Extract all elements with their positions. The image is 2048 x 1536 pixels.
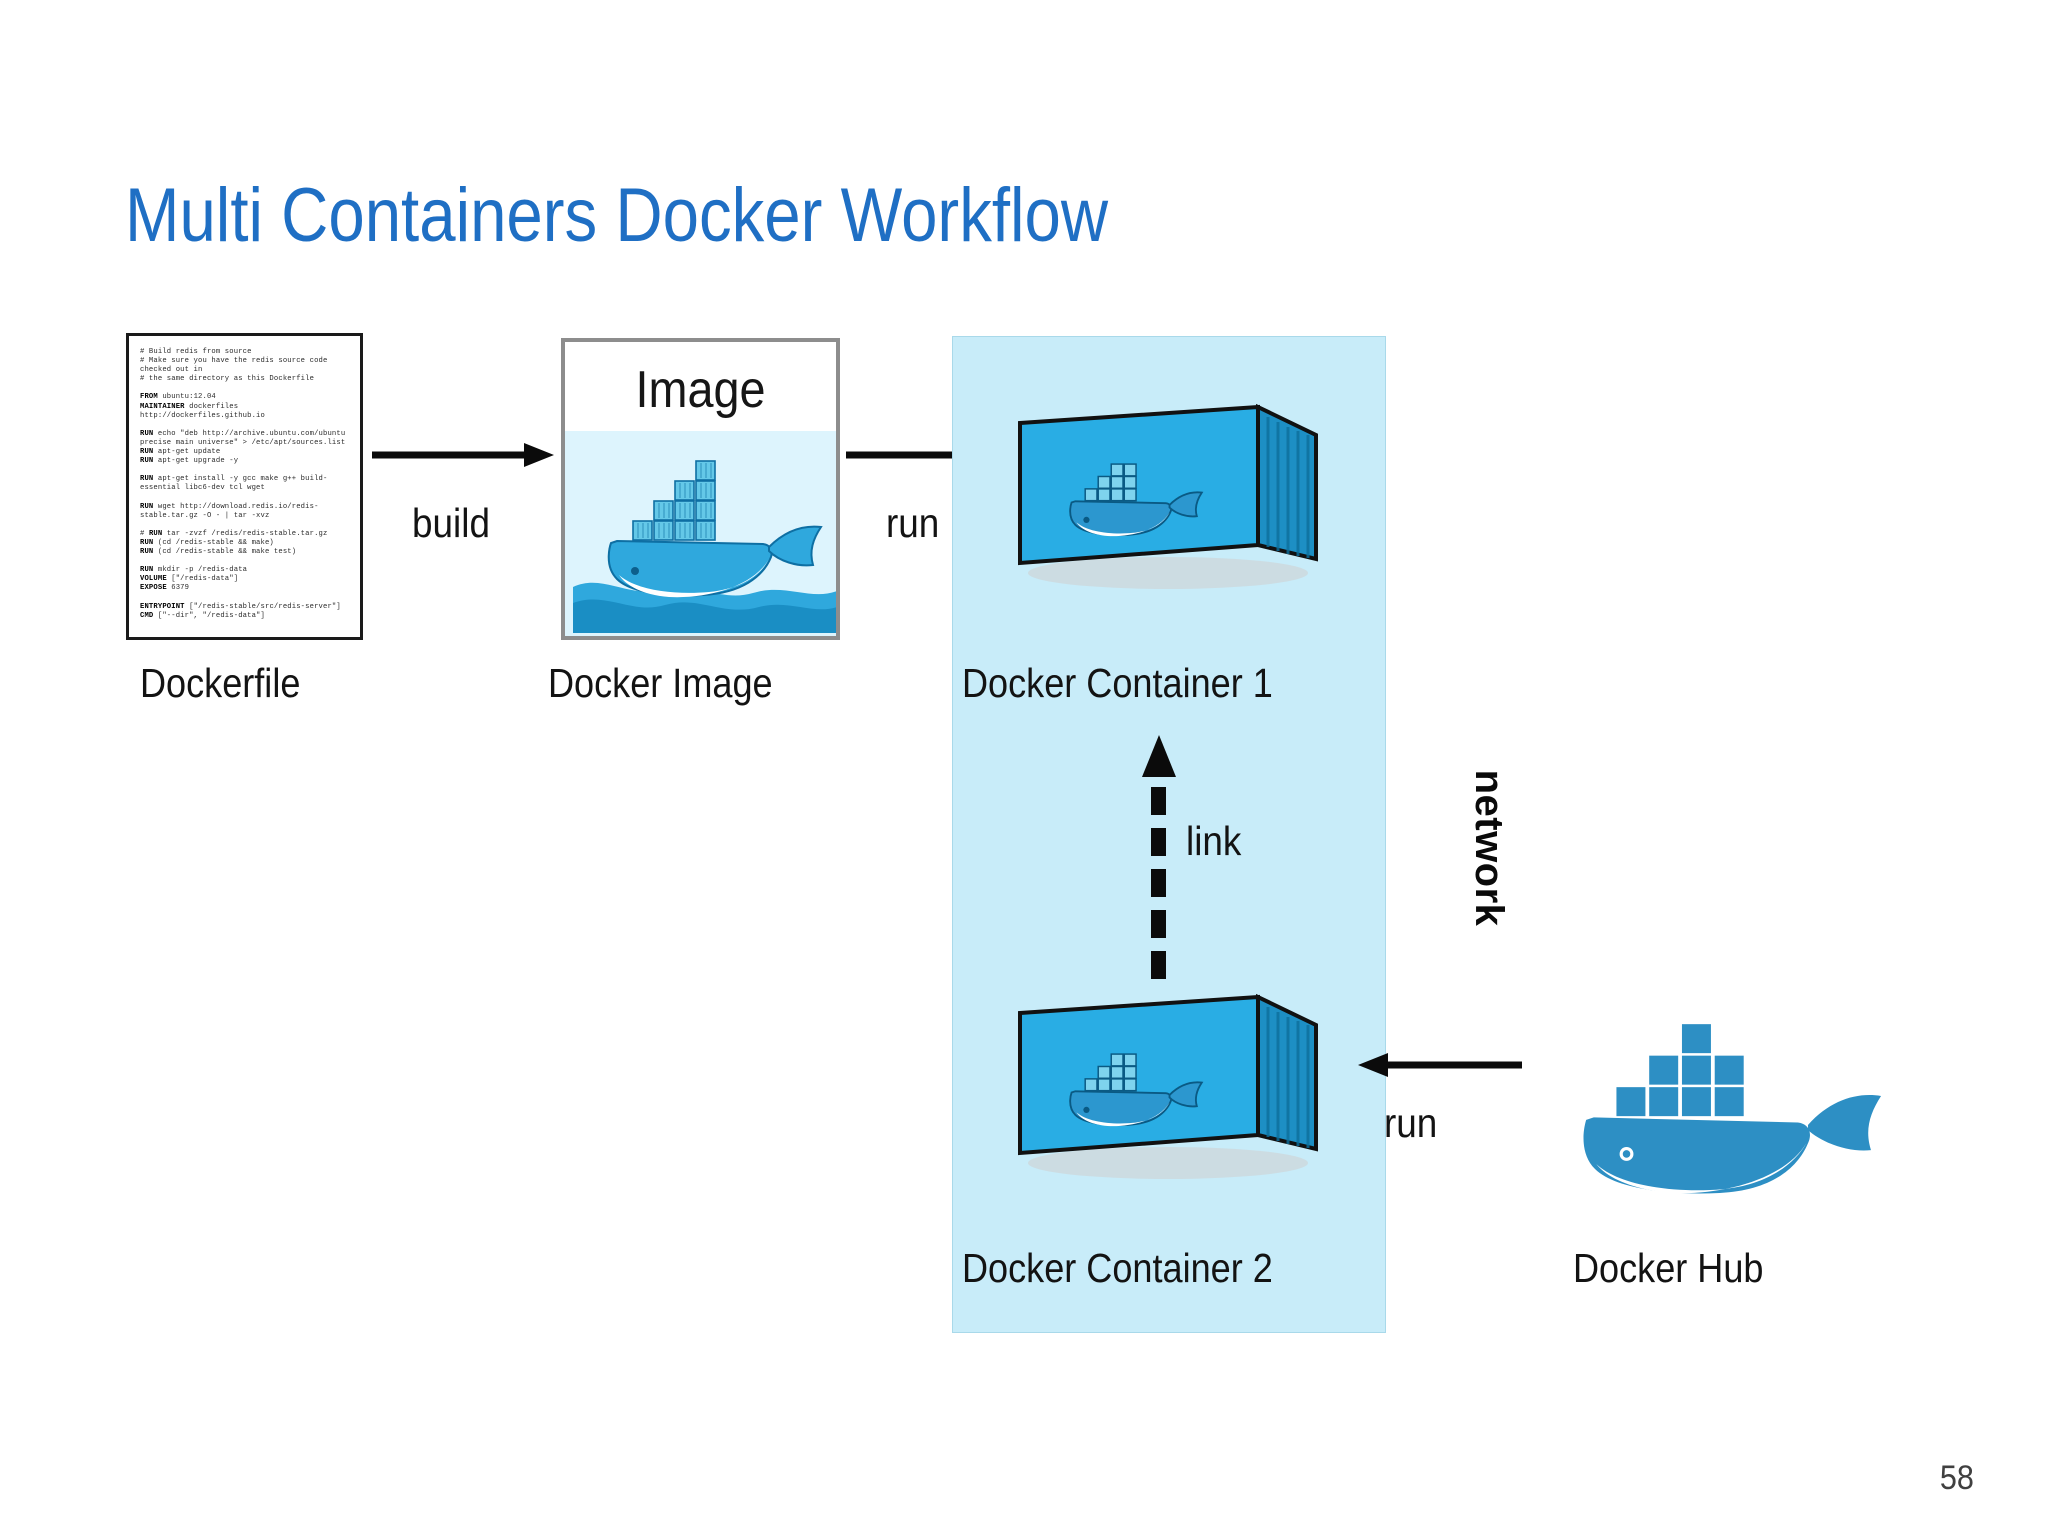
dockerfile-card: # Build redis from source # Make sure yo… xyxy=(126,333,363,640)
run-bottom-edge-label: run xyxy=(1384,1100,1438,1146)
network-label-text: network xyxy=(1467,769,1511,927)
docker-container-1-icon xyxy=(1018,403,1318,589)
page-title: Multi Containers Docker Workflow xyxy=(125,173,1109,258)
docker-image-card: Image xyxy=(561,338,840,640)
build-edge-label: build xyxy=(412,500,490,546)
docker-container-2-icon xyxy=(1018,993,1318,1179)
docker-container-1-caption: Docker Container 1 xyxy=(962,660,1273,706)
docker-whale-icon xyxy=(573,460,836,633)
dockerfile-code-text: # Build redis from source # Make sure yo… xyxy=(140,348,346,620)
docker-image-box-title: Image xyxy=(635,361,766,419)
network-label: network xyxy=(1378,662,1511,927)
docker-hub-whale-icon xyxy=(1583,1024,1882,1194)
link-arrow xyxy=(1142,735,1176,979)
build-arrow xyxy=(372,443,554,467)
run-bottom-arrow xyxy=(1358,1053,1522,1077)
docker-image-caption: Docker Image xyxy=(548,660,773,706)
page-number: 58 xyxy=(1940,1459,1975,1497)
docker-hub-caption: Docker Hub xyxy=(1573,1245,1764,1291)
run-top-edge-label: run xyxy=(886,500,940,546)
dockerfile-caption: Dockerfile xyxy=(140,660,301,706)
docker-container-2-caption: Docker Container 2 xyxy=(962,1245,1273,1291)
link-edge-label: link xyxy=(1186,818,1242,864)
docker-image-art-panel xyxy=(565,431,836,636)
